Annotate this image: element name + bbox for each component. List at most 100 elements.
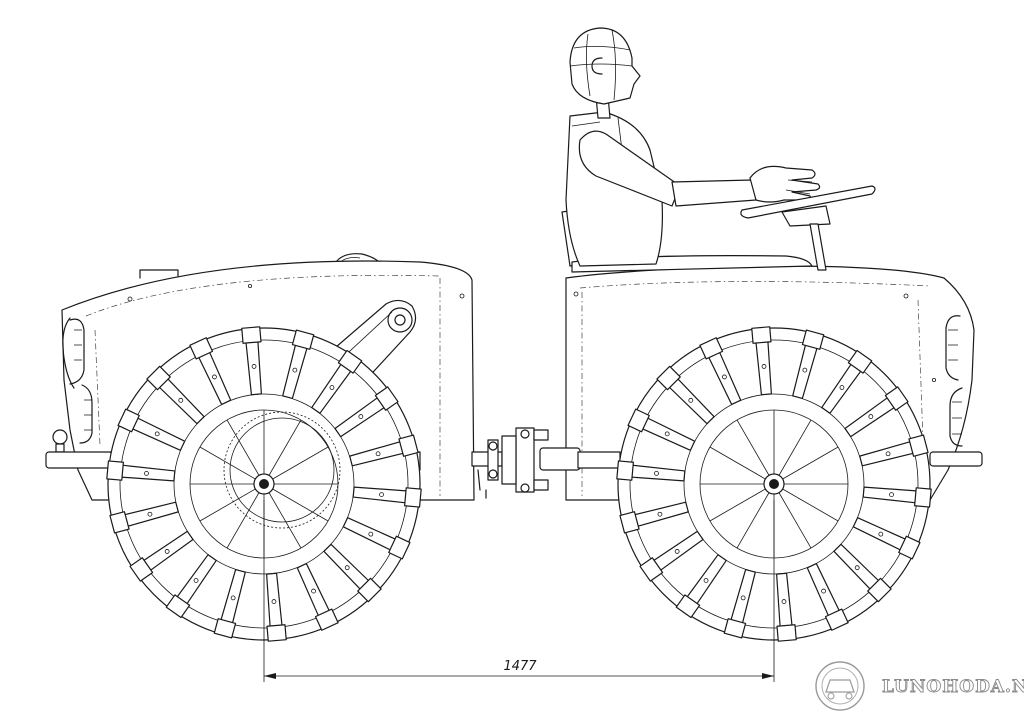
front-wheel-tread-lug	[241, 326, 262, 344]
front-wheel-tread-lug	[398, 434, 419, 457]
rear-wheel-spoke-bolt	[740, 595, 746, 601]
rear-wheel-spoke-bolt	[781, 599, 787, 604]
front-wheel-tread-lug	[213, 618, 237, 639]
front-wheel-tread-lug	[266, 624, 287, 642]
rear-wheel-spoke-bolt	[821, 588, 826, 594]
rear-wheel-hub-spoke	[773, 446, 839, 485]
rear-wheel-spoke-bolt	[722, 374, 727, 380]
driver-head	[569, 27, 641, 105]
front-wheel-spoke-bolt	[193, 578, 199, 583]
rear-wheel-spoke-bolt	[854, 565, 860, 571]
front-wheel-spoke-bolt	[178, 397, 184, 403]
front-wheel-spoke-bolt	[375, 451, 381, 457]
front-wheel-tread-lug	[109, 511, 130, 534]
driver-hand	[749, 165, 821, 203]
front-wheel-hub-spoke	[263, 483, 302, 549]
front-wheel-spoke-bolt	[154, 431, 160, 437]
front-wheel-spoke-bolt	[344, 565, 350, 571]
rear-wheel-hub-spoke	[736, 483, 775, 549]
rear-wheel-tread-lug	[723, 618, 747, 639]
front-wheel-spoke-bolt	[251, 364, 257, 369]
front-wheel-tread-lug	[106, 460, 124, 481]
front-wheel-tread-lug	[388, 535, 411, 560]
front-wheel-spoke-bolt	[379, 492, 384, 498]
rear-wheel-tread-lug	[619, 511, 640, 534]
front-wheel-spoke-bolt	[292, 367, 298, 373]
front-wheel-tread-lug	[337, 349, 363, 374]
tow-hitch	[45, 429, 113, 469]
rear-wheel-spoke-bolt	[878, 531, 884, 537]
rear-wheel-spoke-bolt	[674, 549, 680, 554]
front-wheel-spoke-bolt	[368, 531, 374, 537]
rear-wheel-hub-spoke	[773, 483, 812, 549]
front-wheel-tread-lug	[357, 577, 382, 603]
front-wheel-hub-spoke	[263, 483, 329, 522]
steering-tiller	[740, 185, 876, 271]
rear-wheel-spoke-bolt	[761, 364, 767, 369]
front-wheel-tread-lug	[165, 594, 191, 619]
rear-wheel-spoke-bolt	[688, 397, 694, 403]
rear-wheel-tread-lug	[884, 386, 909, 411]
rear-wheel-tread-lug	[699, 337, 724, 360]
front-wheel	[106, 326, 422, 642]
front-vent-slots	[62, 317, 93, 444]
front-wheel-spoke-bolt	[311, 588, 316, 594]
rear-wheel-tread-lug	[639, 557, 664, 582]
front-wheel-tread-lug	[146, 365, 171, 391]
rear-wheel-tread-lug	[776, 624, 797, 642]
rear-wheel-tread-lug	[675, 594, 701, 619]
rear-wheel-tread-lug	[656, 365, 681, 391]
rear-wheel-spoke-bolt	[889, 492, 894, 498]
front-wheel-tread-lug	[291, 329, 315, 350]
driver-figure	[565, 27, 821, 267]
front-wheel-spoke-bolt	[164, 549, 170, 554]
rear-wheel-tread-lug	[867, 577, 892, 603]
front-wheel-tread-lug	[117, 408, 140, 433]
watermark: LUNOHODA.NET	[815, 661, 1024, 711]
rear-wheel-spoke-bolt	[868, 414, 874, 419]
rear-wheel-spoke-bolt	[839, 385, 845, 390]
front-wheel-spoke-bolt	[358, 414, 364, 419]
rear-wheel-tread-lug	[914, 487, 932, 508]
front-wheel-spoke-bolt	[147, 511, 153, 517]
front-wheel-tread-lug	[189, 337, 214, 360]
wheelbase-dimension: 1477	[263, 500, 775, 682]
front-wheel-hub-spoke	[263, 419, 302, 485]
front-wheel-hub-spoke	[226, 483, 265, 549]
rear-vent-slots	[945, 315, 963, 447]
front-wheel-hub-spoke	[199, 446, 265, 485]
front-wheel-tread-lug	[314, 608, 339, 631]
front-drive-gear	[223, 411, 341, 529]
rear-wheel-tread-lug	[898, 535, 921, 560]
rear-wheel-hub-spoke	[736, 419, 775, 485]
rear-wheel-spoke-bolt	[654, 470, 659, 476]
rear-wheel-spoke-bolt	[664, 431, 670, 437]
rear-wheel-tread-lug	[751, 326, 772, 344]
articulation-joint	[471, 427, 621, 499]
lunokhod-logo-icon	[815, 661, 865, 711]
rear-wheel-tread-lug	[824, 608, 849, 631]
watermark-text: LUNOHODA.NET	[882, 677, 1024, 697]
rear-wheel-tread-lug	[908, 434, 929, 457]
front-wheel-tread-lug	[374, 386, 399, 411]
front-wheel-hub-spoke	[199, 483, 265, 522]
rear-wheel-hub-spoke	[709, 446, 775, 485]
rear-wheel-tread-lug	[847, 349, 873, 374]
rear-wheel-spoke-bolt	[802, 367, 808, 373]
rear-wheel-hub-spoke	[773, 483, 839, 522]
rear-wheel-tread-lug	[801, 329, 825, 350]
front-wheel-tread-lug	[129, 557, 154, 582]
rear-wheel-tread-lug	[616, 460, 634, 481]
rear-wheel-tread-lug	[627, 408, 650, 433]
wheelbase-label: 1477	[503, 659, 537, 674]
front-wheel-spoke-bolt	[230, 595, 236, 601]
rear-wheel-spoke-bolt	[703, 578, 709, 583]
front-wheel-hub-spoke	[263, 446, 329, 485]
rear-wheel	[616, 326, 932, 642]
rear-wheel-spoke-bolt	[885, 451, 891, 457]
front-wheel-spoke-bolt	[271, 599, 277, 604]
front-wheel-spoke-bolt	[329, 385, 335, 390]
rear-wheel-spoke-bolt	[657, 511, 663, 517]
rear-wheel-hub-spoke	[709, 483, 775, 522]
